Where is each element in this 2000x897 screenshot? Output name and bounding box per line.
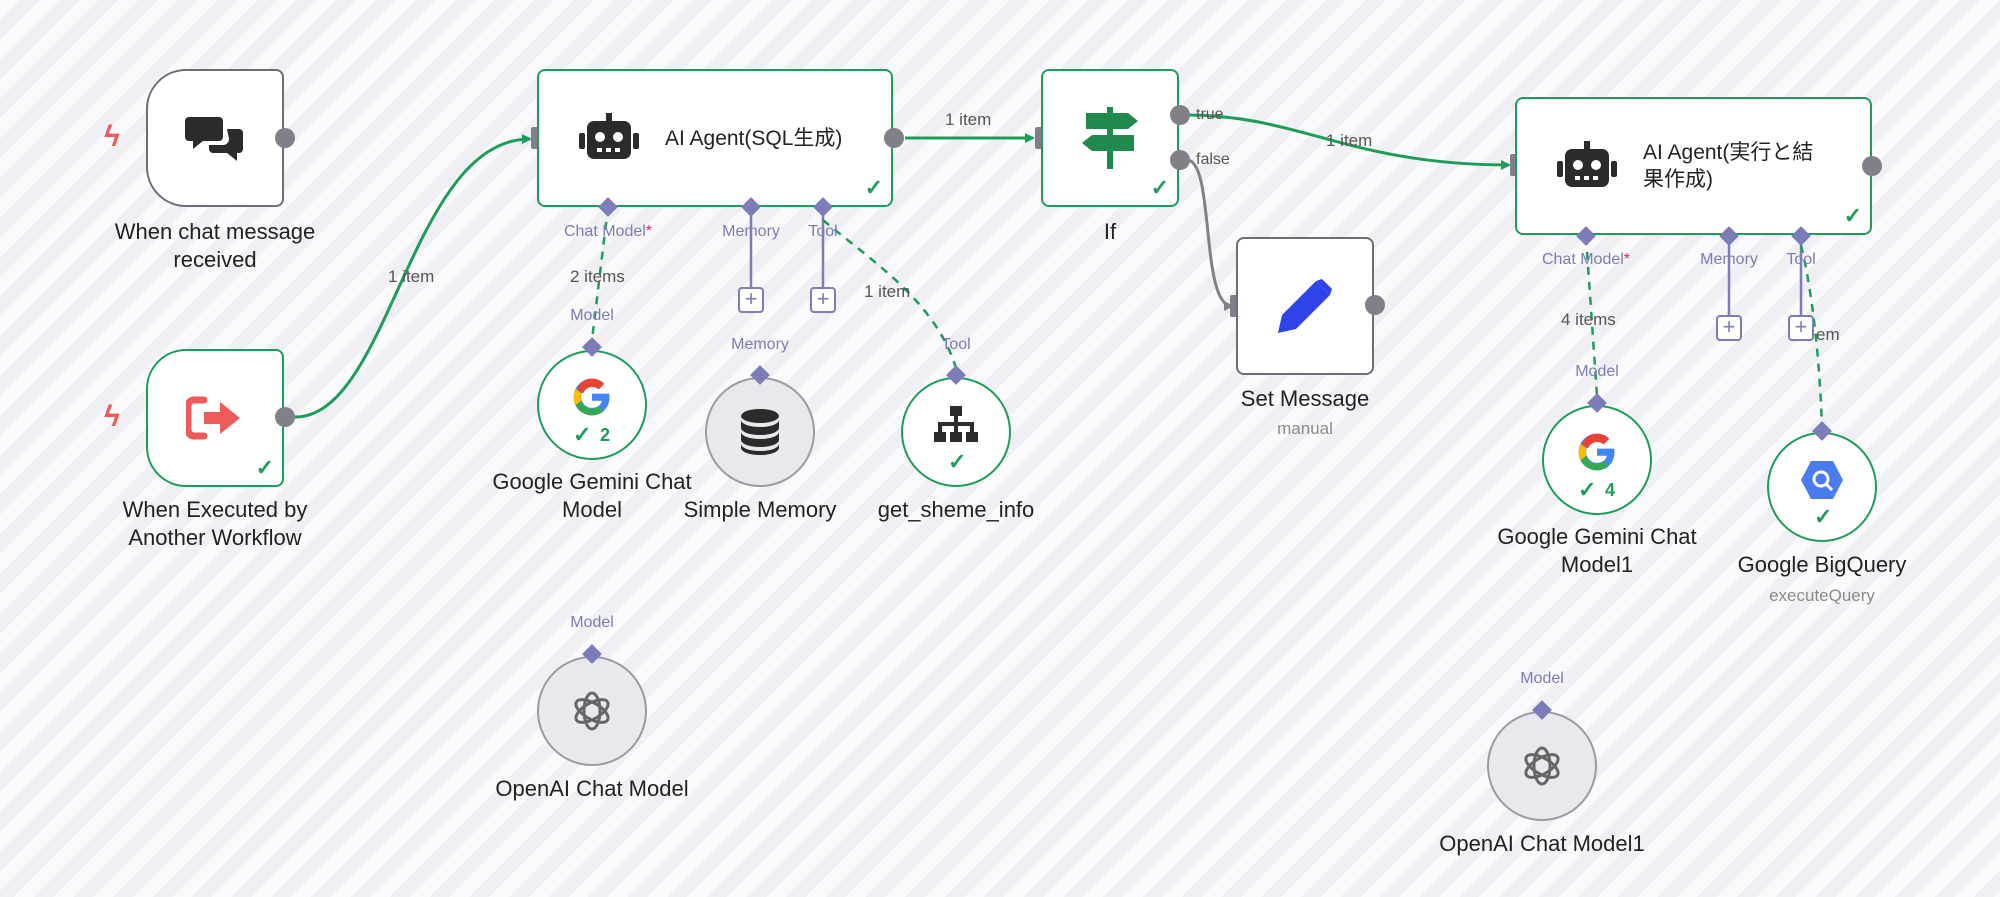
openai1-title: OpenAI Chat Model	[495, 776, 689, 801]
memory-node-port-label: Memory	[731, 336, 789, 353]
openai1-port-label: Model	[570, 614, 614, 631]
gemini2-port-label: Model	[1575, 363, 1619, 380]
wire-gemini1-model[interactable]	[590, 206, 610, 341]
wire-label: 1 item	[945, 110, 992, 129]
add-tool-button[interactable]: +	[1788, 315, 1814, 341]
set-message-input[interactable]	[1230, 295, 1240, 317]
add-tool-button[interactable]: +	[810, 287, 836, 313]
openai2-title: OpenAI Chat Model1	[1439, 831, 1645, 856]
wire-label: 2 items	[570, 267, 625, 286]
set-message-node[interactable]	[1236, 237, 1374, 375]
wire-exec-to-agent[interactable]	[294, 134, 532, 419]
agent-sql-label: AI Agent(SQL生成)	[665, 126, 843, 150]
check-icon: ✓	[948, 449, 967, 474]
wire-gemini2-model[interactable]	[1584, 236, 1599, 397]
if-false-label: false	[1196, 151, 1230, 168]
wire-false-to-set[interactable]	[1186, 158, 1234, 311]
wire-label: 1 item	[1326, 131, 1373, 150]
chat-model-port-label: Chat Model*	[563, 223, 653, 240]
gemini2-node[interactable]: ✓ 4	[1542, 405, 1652, 515]
agent-sql-output[interactable]	[884, 128, 904, 148]
openai1-node[interactable]	[537, 656, 647, 766]
gemini1-node[interactable]: ✓ 2	[537, 350, 647, 460]
if-node[interactable]: ✓	[1041, 69, 1179, 207]
run-count: 4	[1605, 480, 1616, 500]
openai-icon	[1524, 746, 1560, 786]
tool-port-label: Tool	[808, 223, 838, 240]
openai2-node[interactable]	[1487, 711, 1597, 821]
wire-label: 4 items	[1561, 310, 1616, 329]
check-icon: ✓	[1578, 477, 1597, 502]
sitemap-icon	[934, 406, 978, 442]
google-g-icon	[573, 378, 610, 416]
bolt-icon: ϟ	[104, 120, 120, 153]
if-true-label: true	[1196, 106, 1224, 123]
exec-trigger-node[interactable]: ✓	[146, 349, 284, 487]
chat-model-port-label: Chat Model*	[1541, 251, 1631, 268]
tool-node-port-label: Tool	[941, 336, 971, 353]
memory-port-label: Memory	[722, 223, 780, 240]
wire-tool2-bigquery[interactable]	[1799, 244, 1824, 431]
set-message-subtitle: manual	[1277, 419, 1333, 438]
check-icon: ✓	[1814, 504, 1833, 529]
check-icon: ✓	[255, 455, 274, 480]
get-sheme-info-title: get_sheme_info	[877, 497, 1035, 522]
signpost-icon	[1082, 107, 1138, 169]
bigquery-subtitle: executeQuery	[1769, 586, 1875, 605]
add-memory-button[interactable]: +	[1716, 315, 1742, 341]
wire-label: em	[1816, 325, 1840, 344]
run-count: 2	[600, 425, 611, 445]
if-false-output[interactable]	[1170, 150, 1190, 170]
exec-trigger-output[interactable]	[275, 407, 295, 427]
add-memory-button[interactable]: +	[738, 287, 764, 313]
chat-trigger-node[interactable]	[146, 69, 284, 207]
google-g-icon	[1578, 433, 1615, 471]
wire-label: 1 item	[388, 267, 435, 286]
bigquery-icon	[1801, 461, 1843, 499]
chat-bubbles-icon	[185, 117, 243, 161]
get-sheme-info-node[interactable]: ✓	[901, 377, 1011, 487]
database-icon	[741, 409, 779, 455]
check-icon: ✓	[864, 175, 883, 200]
memory-port-label: Memory	[1700, 251, 1758, 268]
robot-icon	[579, 113, 639, 159]
robot-icon	[1557, 141, 1617, 187]
gemini1-port-label: Model	[570, 307, 614, 324]
pencil-icon	[1278, 279, 1332, 333]
set-message-title: Set Message	[1240, 386, 1370, 411]
check-icon: ✓	[573, 422, 592, 447]
if-input[interactable]	[1035, 127, 1045, 149]
sign-in-arrow-icon	[186, 396, 240, 440]
openai-icon	[574, 691, 610, 731]
bolt-icon: ϟ	[104, 400, 120, 433]
agent-exec-node[interactable]: AI Agent(実行と結果作成) ✓	[1515, 97, 1872, 235]
chat-trigger-output[interactable]	[275, 128, 295, 148]
check-icon: ✓	[1843, 203, 1862, 228]
bigquery-title: Google BigQuery	[1737, 552, 1907, 577]
agent-exec-output[interactable]	[1862, 156, 1882, 176]
simple-memory-title: Simple Memory	[683, 497, 837, 522]
agent-exec-label: AI Agent(実行と結果作成)	[1643, 141, 1814, 191]
agent-sql-input[interactable]	[531, 127, 541, 149]
bigquery-node[interactable]: ✓	[1767, 432, 1877, 542]
simple-memory-node[interactable]	[705, 377, 815, 487]
if-title: If	[1103, 219, 1117, 244]
openai2-port-label: Model	[1520, 670, 1564, 687]
if-true-output[interactable]	[1170, 105, 1190, 125]
agent-sql-node[interactable]: AI Agent(SQL生成) ✓	[537, 69, 893, 207]
tool-port-label: Tool	[1786, 251, 1816, 268]
wire-true-to-agent2[interactable]	[1186, 113, 1511, 170]
set-message-output[interactable]	[1365, 295, 1385, 315]
check-icon: ✓	[1150, 175, 1169, 200]
wire-label: 1 item	[864, 282, 911, 301]
